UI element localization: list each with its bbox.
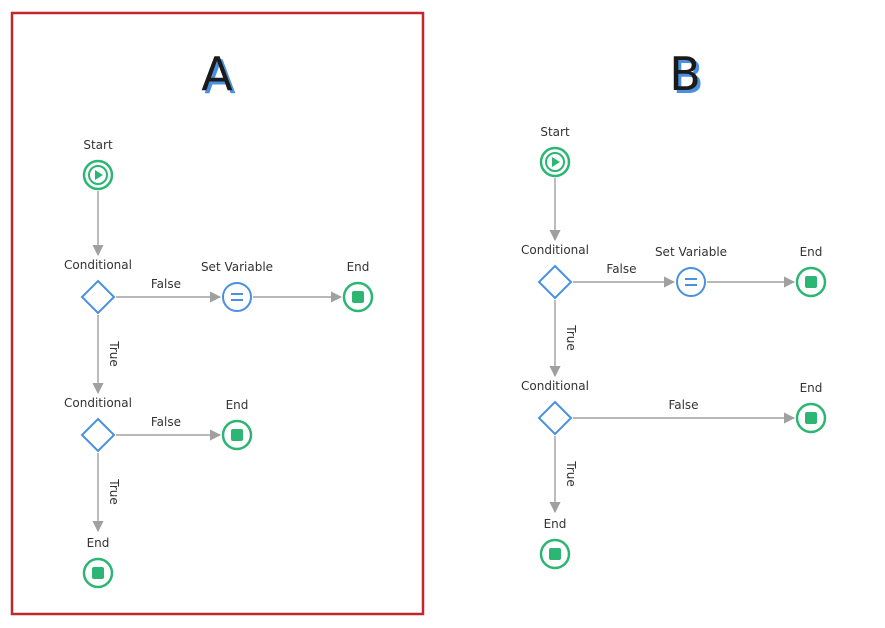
svg-text:B: B <box>669 47 701 101</box>
node-label: Set Variable <box>655 245 727 259</box>
node-label: Conditional <box>64 258 132 272</box>
assign-node-circle <box>676 267 706 297</box>
node-label: End <box>800 245 823 259</box>
edge-label-true: True <box>107 478 121 505</box>
assign-node[interactable]: Set Variable <box>655 245 727 297</box>
edge-a-cond1-to-a-setvar: False <box>116 277 222 303</box>
decision-node[interactable]: Conditional <box>64 258 132 315</box>
decision-diamond-icon <box>80 279 116 315</box>
node-label: End <box>226 398 249 412</box>
end-node[interactable]: End <box>539 517 571 570</box>
edge-a-cond2-to-a-end2: False <box>116 415 222 441</box>
end-node[interactable]: End <box>221 398 253 451</box>
end-node[interactable]: End <box>795 245 827 298</box>
panel-a-title: A A <box>201 47 236 104</box>
decision-diamond-icon <box>537 264 573 300</box>
decision-node[interactable]: Conditional <box>521 243 589 300</box>
svg-text:B: B <box>672 50 704 104</box>
play-icon-ring <box>88 165 108 185</box>
edge-label-false: False <box>668 398 698 412</box>
svg-text:A: A <box>201 47 233 101</box>
play-icon-ring <box>545 152 565 172</box>
node-label: Conditional <box>521 379 589 393</box>
edge-label-false: False <box>151 415 181 429</box>
node-label: End <box>800 381 823 395</box>
node-label: End <box>544 517 567 531</box>
edge-b-cond1-to-b-cond2: True <box>549 300 578 378</box>
edge-label-false: False <box>151 277 181 291</box>
node-label: Conditional <box>64 396 132 410</box>
decision-node[interactable]: Conditional <box>521 379 589 436</box>
edge-b-cond2-to-b-end3: True <box>549 436 578 514</box>
assign-node[interactable]: Set Variable <box>201 260 273 312</box>
edge-label-true: True <box>564 460 578 487</box>
stop-icon <box>352 291 364 303</box>
start-node[interactable]: Start <box>539 125 571 178</box>
node-label: Start <box>83 138 113 152</box>
node-label: End <box>87 536 110 550</box>
assign-node-circle <box>222 282 252 312</box>
edge-a-cond1-to-a-cond2: True <box>92 315 121 395</box>
stop-icon <box>805 276 817 288</box>
node-label: Start <box>540 125 570 139</box>
stop-icon <box>805 412 817 424</box>
panel-b-title: B B <box>669 47 704 104</box>
node-label: Set Variable <box>201 260 273 274</box>
stop-icon <box>231 429 243 441</box>
play-icon <box>95 170 103 180</box>
edge-b-cond2-to-b-end2: False <box>573 398 796 424</box>
edge-label-false: False <box>606 262 636 276</box>
decision-node[interactable]: Conditional <box>64 396 132 453</box>
play-icon <box>552 157 560 167</box>
start-node[interactable]: Start <box>82 138 114 191</box>
edge-label-true: True <box>564 324 578 351</box>
edge-b-cond1-to-b-setvar: False <box>573 262 676 288</box>
svg-text:A: A <box>204 50 236 104</box>
end-node[interactable]: End <box>795 381 827 434</box>
node-label: End <box>347 260 370 274</box>
end-node[interactable]: End <box>82 536 114 589</box>
node-label: Conditional <box>521 243 589 257</box>
stop-icon <box>549 548 561 560</box>
decision-diamond-icon <box>537 400 573 436</box>
stop-icon <box>92 567 104 579</box>
edge-a-cond2-to-a-end3: True <box>92 453 121 533</box>
decision-diamond-icon <box>80 417 116 453</box>
panel-a-highlight-frame <box>10 11 425 616</box>
edge-label-true: True <box>107 340 121 367</box>
end-node[interactable]: End <box>342 260 374 313</box>
